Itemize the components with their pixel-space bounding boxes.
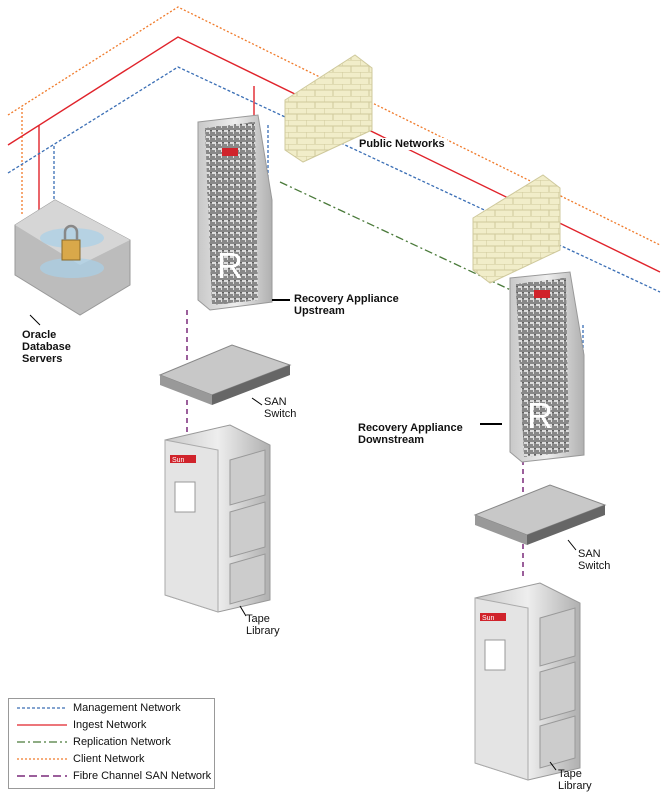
san-switch-icon	[158, 344, 292, 405]
legend: Management Network Ingest Network Replic…	[8, 698, 215, 789]
tape-brand: Sun	[172, 457, 185, 464]
recovery-appliance-downstream-icon: R	[509, 271, 585, 463]
firewall-icon	[284, 54, 373, 163]
client-network-line	[7, 6, 661, 246]
tape-library-icon: Sun	[474, 582, 581, 781]
legend-item-fibre-channel: Fibre Channel SAN Network	[17, 770, 212, 782]
legend-item-replication: Replication Network	[17, 736, 171, 748]
database-server-icon	[14, 199, 131, 316]
replication-network-line	[279, 181, 516, 293]
public-networks-label: Public Networks	[357, 138, 447, 150]
recovery-appliance-upstream-icon: R	[197, 114, 273, 311]
legend-item-client: Client Network	[17, 753, 145, 765]
legend-item-management: Management Network	[17, 702, 181, 714]
tape-brand: Sun	[482, 615, 495, 622]
ra-logo-letter: R	[527, 395, 553, 436]
san-switch-icon	[473, 484, 607, 545]
ra-logo-letter: R	[217, 245, 243, 286]
legend-item-ingest: Ingest Network	[17, 719, 147, 731]
fibre-channel-san-line	[186, 310, 524, 578]
tape-library-icon: Sun	[164, 424, 271, 613]
firewall-icon	[472, 174, 561, 284]
